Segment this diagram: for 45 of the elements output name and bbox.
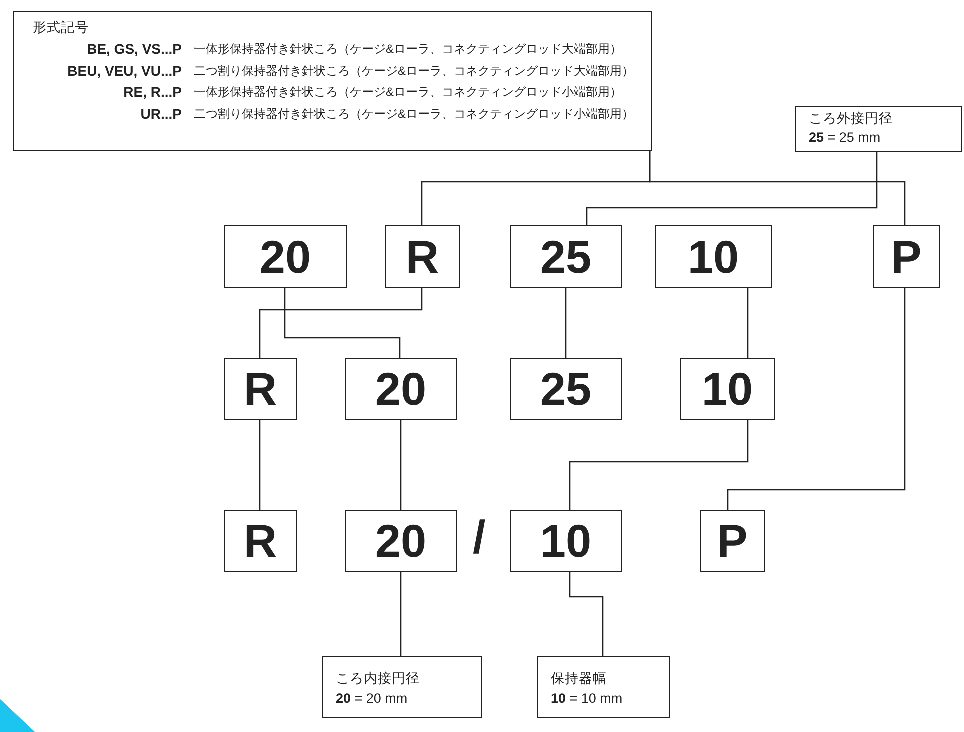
connector-line — [259, 420, 261, 510]
type-description: 二つ割り保持器付き針状ころ（ケージ&ローラ、コネクティングロッド大端部用） — [194, 62, 634, 78]
callout-box — [537, 656, 670, 718]
type-description: 一体形保持器付き針状ころ（ケージ&ローラ、コネクティングロッド大端部用） — [194, 41, 622, 57]
notation-box — [13, 11, 652, 151]
code-box: R — [385, 225, 460, 288]
callout-box — [795, 106, 962, 152]
code-box: 10 — [680, 358, 775, 420]
type-description: 二つ割り保持器付き針状ころ（ケージ&ローラ、コネクティングロッド小端部用） — [194, 106, 634, 122]
code-box: 25 — [510, 358, 622, 420]
code-box: 10 — [655, 225, 772, 288]
code-box: 20 — [345, 358, 457, 420]
connector-line — [747, 288, 749, 358]
callout-value: 20 = 20 mm — [336, 690, 409, 708]
code-box: P — [700, 510, 765, 572]
connector-line — [284, 288, 401, 358]
callout-heading: ころ内接円径 — [336, 670, 421, 688]
callout-heading: ころ外接円径 — [809, 110, 894, 128]
connector-line — [569, 420, 749, 510]
callout-box — [322, 656, 482, 718]
connector-line — [727, 288, 906, 510]
code-box: 20 — [345, 510, 457, 572]
connector-line — [400, 420, 402, 510]
type-code: BE, GS, VS...P — [87, 41, 182, 57]
connector-line — [565, 288, 567, 358]
callout-heading: 保持器幅 — [551, 670, 608, 688]
type-code: BEU, VEU, VU...P — [68, 62, 182, 78]
separator-text: / — [473, 514, 486, 560]
connector-line — [569, 572, 604, 656]
code-box: R — [224, 358, 297, 420]
code-box: 10 — [510, 510, 622, 572]
type-code: RE, R...P — [124, 84, 182, 100]
connector-line — [649, 151, 906, 225]
callout-value: 10 = 10 mm — [551, 690, 624, 708]
connector-line — [586, 152, 878, 225]
code-box: R — [224, 510, 297, 572]
code-box: 25 — [510, 225, 622, 288]
type-code: UR...P — [140, 106, 182, 122]
heading: 形式記号 — [33, 20, 89, 36]
connector-line — [259, 288, 423, 358]
callout-value: 25 = 25 mm — [809, 129, 882, 147]
type-description: 一体形保持器付き針状ころ（ケージ&ローラ、コネクティングロッド小端部用） — [194, 84, 622, 100]
connector-line — [400, 572, 402, 656]
code-box: P — [873, 225, 940, 288]
code-box: 20 — [224, 225, 347, 288]
